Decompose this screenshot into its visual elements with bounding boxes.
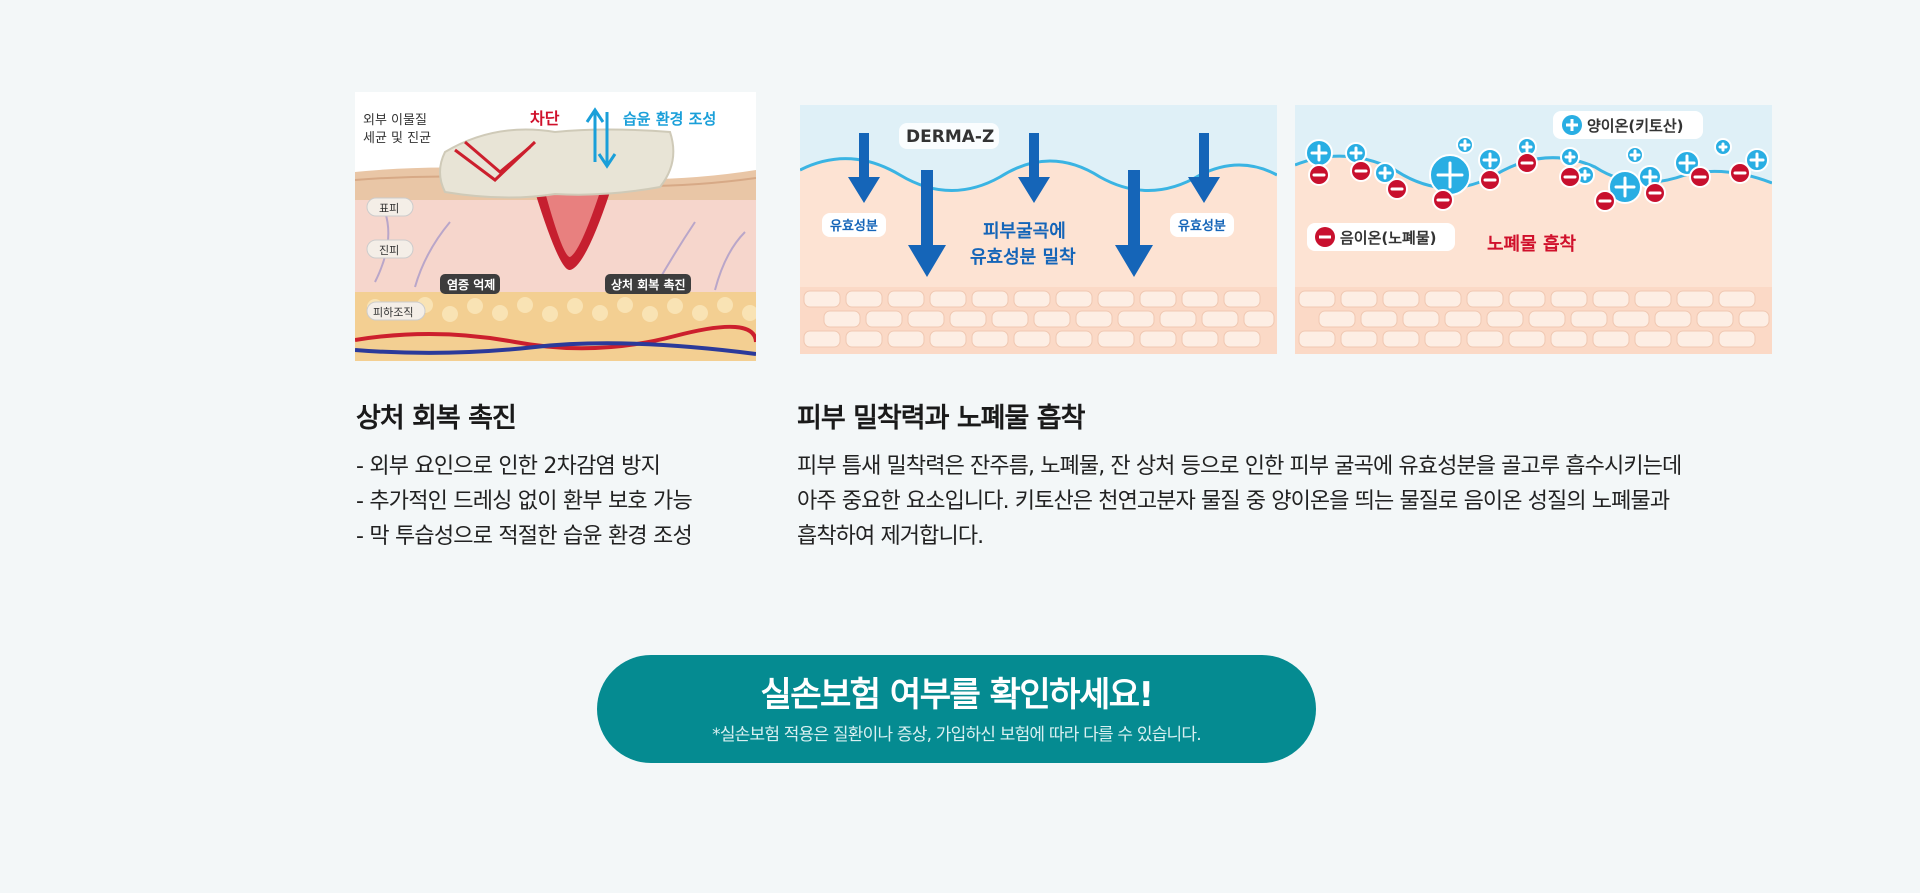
label-foreign: 외부 이물질 [363, 113, 427, 128]
label-dermis: 진피 [379, 244, 399, 257]
label-center-line2: 유효성분 밀착 [970, 247, 1076, 268]
wound-healing-title: 상처 회복 촉진 [356, 403, 517, 434]
skin-adhesion-illustration: DERMA-Z 유효성분 유효성분 피부굴곡에 유효성분 밀착 [800, 105, 1277, 354]
insurance-check-note: *실손보험 적용은 질환이나 증상, 가입하신 보험에 따라 다를 수 있습니다… [712, 724, 1202, 745]
label-inflammation: 염증 억제 [447, 277, 495, 292]
label-center-line1: 피부굴곡에 [983, 221, 1066, 242]
label-epidermis: 표피 [379, 202, 399, 215]
adhesion-description: 피부 틈새 밀착력은 잔주름, 노폐물, 잔 상처 등으로 인한 피부 굴곡에 … [797, 449, 1777, 554]
label-anion: 음이온(노폐물) [1340, 229, 1437, 247]
description-line: 피부 틈새 밀착력은 잔주름, 노폐물, 잔 상처 등으로 인한 피부 굴곡에 … [797, 454, 1682, 479]
label-healing: 상처 회복 촉진 [611, 277, 686, 292]
label-ingredient-right: 유효성분 [1178, 219, 1226, 234]
label-moist: 습윤 환경 조성 [623, 110, 716, 128]
list-item: - 추가적인 드레싱 없이 환부 보호 가능 [356, 489, 693, 514]
label-cation: 양이온(키토산) [1587, 117, 1684, 135]
insurance-check-button[interactable]: 실손보험 여부를 확인하세요! *실손보험 적용은 질환이나 증상, 가입하신 … [597, 655, 1316, 763]
label-bacteria: 세균 및 진균 [363, 131, 431, 146]
wound-healing-illustration: 외부 이물질 세균 및 진균 차단 습윤 환경 조성 표피 진피 피하조직 염증… [355, 92, 756, 361]
label-absorb: 노폐물 흡착 [1487, 233, 1577, 255]
wound-healing-list: - 외부 요인으로 인한 2차감염 방지 - 추가적인 드레싱 없이 환부 보호… [356, 449, 756, 554]
description-line: 아주 중요한 요소입니다. 키토산은 천연고분자 물질 중 양이온을 띄는 물질… [797, 489, 1670, 514]
list-item: - 외부 요인으로 인한 2차감염 방지 [356, 454, 661, 479]
label-brand: DERMA-Z [906, 127, 994, 147]
label-subcutis: 피하조직 [373, 305, 413, 319]
list-item: - 막 투습성으로 적절한 습윤 환경 조성 [356, 524, 693, 549]
ion-absorption-illustration: 양이온(키토산) 음이온(노폐물) 노폐물 흡착 [1295, 105, 1772, 354]
adhesion-title: 피부 밀착력과 노폐물 흡착 [797, 403, 1085, 434]
label-block: 차단 [530, 109, 560, 128]
description-line: 흡착하여 제거합니다. [797, 524, 984, 549]
label-ingredient-left: 유효성분 [830, 219, 878, 234]
insurance-check-title: 실손보험 여부를 확인하세요! [760, 674, 1154, 715]
